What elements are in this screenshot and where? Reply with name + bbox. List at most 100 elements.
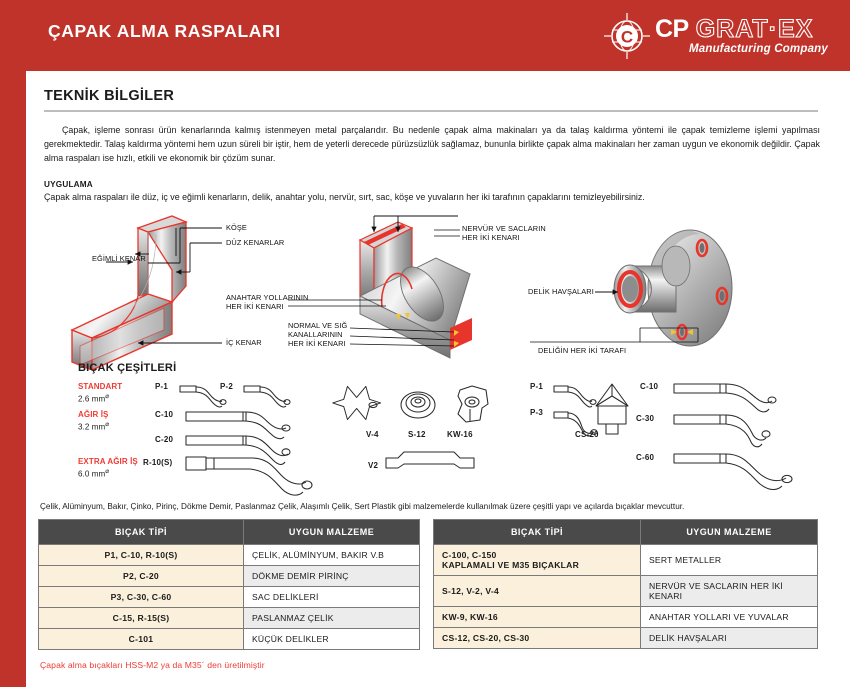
cell-material: SERT METALLER (640, 544, 818, 576)
blade-kw-16 (457, 385, 489, 423)
blade-p-1-right (553, 385, 597, 408)
blade-code-c-60: C-60 (636, 453, 655, 462)
table-row: P2, C-20 DÖKME DEMİR PİRİNÇ (38, 565, 420, 587)
application-paragraph: Çapak alma raspaları ile düz, iç ve eğim… (44, 192, 645, 202)
logo-cp-text: CP (654, 15, 689, 43)
cell-blade-type: KW-9, KW-16 (433, 606, 641, 628)
logo-gratex-text: GRAT·EX (695, 15, 814, 43)
blade-code-c-30: C-30 (636, 414, 655, 423)
technical-illustrations (70, 215, 733, 372)
label-kose: KÖŞE (226, 223, 247, 232)
blade-material-table-right: BIÇAK TİPİ UYGUN MALZEME C-100, C-150 KA… (433, 519, 818, 649)
blade-v2 (385, 451, 475, 469)
section-heading: TEKNİK BİLGİLER (44, 88, 175, 104)
table-row: KW-9, KW-16 ANAHTAR YOLLARI VE YUVALAR (433, 606, 818, 628)
emblem-letter: C (621, 28, 633, 47)
blade-types-heading: BIÇAK ÇEŞİTLERİ (78, 362, 177, 374)
blade-code-p-1-right: P-1 (530, 382, 544, 391)
blade-code-s-12: S-12 (408, 430, 426, 439)
cell-blade-type: C-15, R-15(S) (38, 607, 244, 629)
blade-code-r-10-s: R-10(S) (143, 458, 173, 467)
illustration-group: EĞİMLİ KENAR KÖŞE DÜZ KENARLAR İÇ KENAR … (30, 210, 840, 372)
cell-blade-type: C-100, C-150 KAPLAMALI VE M35 BIÇAKLAR (433, 544, 641, 576)
cell-blade-type: C-101 (38, 628, 244, 650)
blade-p-1-left (179, 385, 227, 408)
intro-paragraph: Çapak, işleme sonrası ürün kenarlarında … (44, 124, 820, 165)
table-row: P3, C-30, C-60 SAC DELİKLERİ (38, 586, 420, 608)
cell-blade-type: P2, C-20 (38, 565, 244, 587)
blade-code-p-3: P-3 (530, 408, 544, 417)
blade-types-group: BIÇAK ÇEŞİTLERİ STANDART 2.6 mm⌀ AĞIR İŞ… (30, 362, 840, 497)
label-nervur-ve-saclarin: NERVÜR VE SACLARIN HER İKİ KENARI (462, 224, 546, 243)
footnote-text: Çapak alma bıçakları HSS-M2 ya da M35´ d… (40, 660, 265, 670)
blade-code-p-1-left: P-1 (155, 382, 169, 391)
cell-material: PASLANMAZ ÇELİK (243, 607, 420, 629)
grade-agir-is: AĞIR İŞ 3.2 mm⌀ (78, 410, 109, 432)
globe-emblem-icon: C (603, 13, 650, 59)
col-blade-type: BIÇAK TİPİ (433, 519, 641, 545)
cell-material: DÖKME DEMİR PİRİNÇ (243, 565, 420, 587)
blade-shape-drawings (179, 383, 793, 496)
blade-cs-20 (595, 383, 629, 435)
blade-code-v-4: V-4 (366, 430, 379, 439)
left-red-rail (0, 71, 26, 687)
channel-rail-illustration (288, 215, 472, 359)
label-deligin-her-iki-tarafi: DELİĞİN HER İKİ TARAFI (538, 346, 627, 355)
blade-c-20 (185, 435, 291, 465)
cell-material: NERVÜR VE SACLARIN HER İKİ KENARI (640, 575, 818, 607)
logo-tagline: Manufacturing Company (688, 43, 828, 55)
grade-extra-agir-is-label: EXTRA AĞIR İŞ (78, 457, 138, 466)
cell-material: ANAHTAR YOLLARI VE YUVALAR (640, 606, 818, 628)
blade-code-c-10-left: C-10 (155, 410, 174, 419)
table-row: P1, C-10, R-10(S) ÇELİK, ALÜMİNYUM, BAKI… (38, 544, 420, 566)
page-title: ÇAPAK ALMA RASPALARI (48, 21, 281, 41)
table-row: C-100, C-150 KAPLAMALI VE M35 BIÇAKLAR S… (433, 544, 818, 576)
blade-p-3 (553, 411, 598, 437)
label-normal-ve-sig-kanallarinin: NORMAL VE SIĞ KANALLARININ HER İKİ KENAR… (288, 321, 348, 349)
cell-material: SAC DELİKLERİ (243, 586, 420, 608)
grade-extra-agir-is: EXTRA AĞIR İŞ 6.0 mm⌀ (78, 457, 138, 479)
blade-c-10-right (673, 383, 777, 413)
blade-s-12 (400, 391, 436, 419)
blade-code-c-20: C-20 (155, 435, 174, 444)
blade-code-kw-16: KW-16 (447, 430, 473, 439)
cell-material: ÇELİK, ALÜMİNYUM, BAKIR V.B (243, 544, 420, 566)
cell-blade-type: P3, C-30, C-60 (38, 586, 244, 608)
table-header-row: BIÇAK TİPİ UYGUN MALZEME (38, 519, 420, 545)
label-duz-kenarlar: DÜZ KENARLAR (226, 238, 285, 247)
page-header: ÇAPAK ALMA RASPALARI C CP (0, 0, 850, 71)
cell-material: KÜÇÜK DELİKLER (243, 628, 420, 650)
table-row: CS-12, CS-20, CS-30 DELİK HAVŞALARI (433, 627, 818, 649)
cell-blade-type: S-12, V-2, V-4 (433, 575, 641, 607)
section-divider (44, 110, 818, 112)
grade-standart-mm: 2.6 mm⌀ (78, 393, 110, 404)
label-delik-havsalari: DELİK HAVŞALARI (528, 287, 594, 296)
flange-hub-illustration (434, 229, 733, 347)
tables-intro-note: Çelik, Alüminyum, Bakır, Çinko, Pirinç, … (40, 502, 685, 511)
table-row: S-12, V-2, V-4 NERVÜR VE SACLARIN HER İK… (433, 575, 818, 607)
blade-material-table-left: BIÇAK TİPİ UYGUN MALZEME P1, C-10, R-10(… (38, 519, 420, 650)
cell-blade-type: P1, C-10, R-10(S) (38, 544, 244, 566)
cell-material: DELİK HAVŞALARI (640, 627, 818, 649)
blade-c-10-left (185, 411, 291, 440)
application-heading: UYGULAMA (44, 180, 93, 189)
blade-c-60 (673, 453, 793, 491)
blade-code-v2: V2 (368, 461, 379, 470)
table-row: C-15, R-15(S) PASLANMAZ ÇELİK (38, 607, 420, 629)
col-suitable-material: UYGUN MALZEME (243, 519, 420, 545)
grade-agir-is-mm: 3.2 mm⌀ (78, 421, 110, 432)
label-ic-kenar: İÇ KENAR (226, 338, 262, 347)
grade-extra-agir-is-mm: 6.0 mm⌀ (78, 468, 110, 479)
col-suitable-material: UYGUN MALZEME (640, 519, 818, 545)
label-egimli-kenar: EĞİMLİ KENAR (92, 254, 146, 263)
l-bracket-illustration (70, 215, 222, 372)
blade-r-10-s (185, 456, 313, 496)
intro-text: Çapak, işleme sonrası ürün kenarlarında … (44, 125, 820, 163)
blade-p-2 (243, 385, 291, 408)
blade-code-p-2: P-2 (220, 382, 234, 391)
table-header-row: BIÇAK TİPİ UYGUN MALZEME (433, 519, 818, 545)
grade-agir-is-label: AĞIR İŞ (78, 410, 109, 419)
grade-standart-label: STANDART (78, 382, 123, 391)
col-blade-type: BIÇAK TİPİ (38, 519, 244, 545)
